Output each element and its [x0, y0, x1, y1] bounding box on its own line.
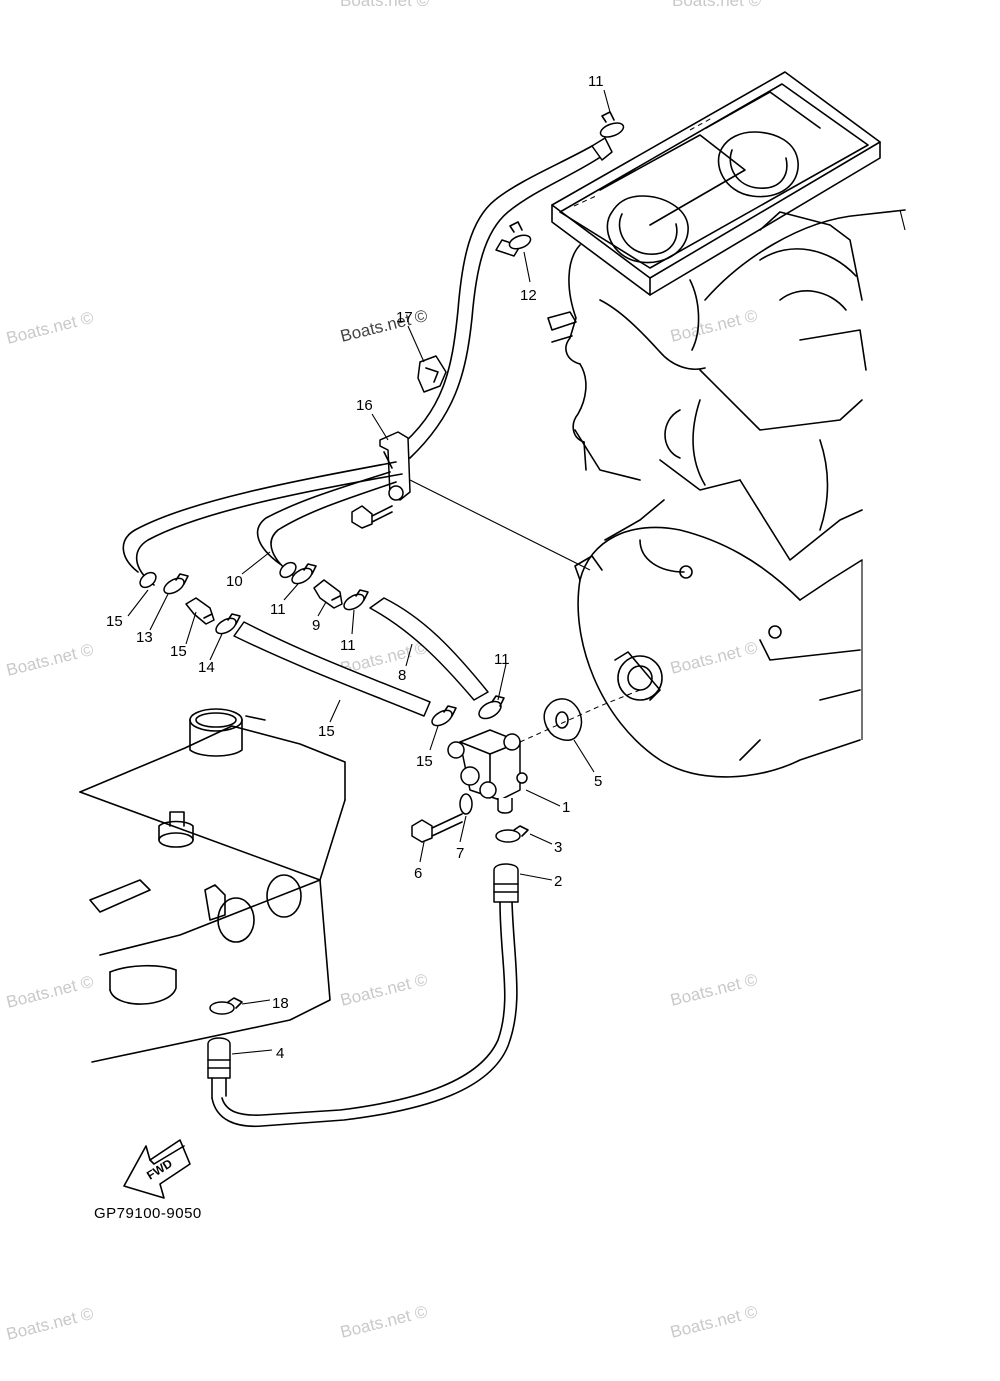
- callout-14: 15: [106, 613, 123, 630]
- callout-11: 11: [270, 601, 286, 618]
- fitting-13: [185, 597, 215, 625]
- callout-17: 17: [396, 309, 413, 326]
- watermark: Boats.net ©: [338, 306, 429, 346]
- bolt: [351, 505, 373, 529]
- watermark: Boats.net ©: [4, 1304, 95, 1344]
- clamp-11-top: [599, 122, 625, 138]
- callout-18: 18: [272, 995, 289, 1012]
- hose-12: [233, 621, 431, 717]
- clamp-15-mid: [215, 617, 237, 635]
- gasket-5: [543, 698, 583, 741]
- callout-8: 8: [398, 667, 406, 684]
- watermarks: Boats.net © Boats.net © Boats.net © Boat…: [4, 0, 761, 1344]
- callout-5: 5: [594, 773, 602, 790]
- bolt-6: [411, 819, 433, 843]
- oil-tank: [79, 708, 346, 1063]
- callout-12: 15: [318, 723, 335, 740]
- fwd-label: FWD: [144, 1156, 175, 1183]
- bracket-16: [379, 431, 411, 501]
- callout-10: 10: [226, 573, 243, 590]
- callout-2: 2: [554, 873, 562, 890]
- leader-lines: [127, 89, 611, 1055]
- callout-7: 7: [456, 845, 464, 862]
- callout-16: 16: [356, 397, 373, 414]
- callout-15: 14: [198, 659, 215, 676]
- hose-2: [493, 863, 519, 903]
- clamp-15-low: [431, 709, 453, 727]
- watermark: Boats.net ©: [668, 1302, 759, 1342]
- callout-15: 13: [136, 629, 153, 646]
- watermark: Boats.net ©: [4, 972, 95, 1012]
- hose-8: [369, 597, 489, 701]
- callout-3: 3: [554, 839, 562, 856]
- watermark: Boats.net ©: [338, 970, 429, 1010]
- fitting-9: [313, 579, 343, 609]
- callout-13: 15: [170, 643, 187, 660]
- clamp-11-b: [343, 593, 365, 611]
- callout-9: 9: [312, 617, 320, 634]
- callout-11: 11: [494, 651, 510, 668]
- clamp-11-c: [478, 700, 502, 720]
- hose-14: [122, 461, 397, 573]
- callout-11: 11: [340, 637, 356, 654]
- diagram-code: GP79100-9050: [94, 1205, 202, 1222]
- clip-17: [417, 355, 447, 393]
- callout-15: 12: [520, 287, 537, 304]
- clamp-11: [291, 567, 313, 585]
- watermark: Boats.net ©: [4, 308, 95, 348]
- clamp-15: [163, 577, 185, 595]
- watermark: Boats.net ©: [340, 0, 430, 10]
- watermark: Boats.net ©: [4, 640, 95, 680]
- washer-7: [459, 793, 473, 815]
- callout-4: 4: [276, 1045, 284, 1062]
- watermark: Boats.net ©: [338, 1302, 429, 1342]
- fwd-arrow: FWD: [123, 1139, 191, 1199]
- callout-11: 11: [588, 73, 604, 90]
- hoses-and-parts: [122, 111, 641, 1128]
- watermark: Boats.net ©: [672, 0, 762, 10]
- clamp-18: [209, 1001, 235, 1015]
- callouts: 11 12 17 16 10 15 13 15 14 11 9 11 8 11 …: [106, 73, 604, 1062]
- callout-6: 6: [414, 865, 422, 882]
- clamp-15-top: [508, 234, 532, 250]
- watermark: Boats.net ©: [668, 638, 759, 678]
- callout-15: 15: [416, 753, 433, 770]
- engine-block: [547, 71, 906, 778]
- watermark: Boats.net ©: [668, 970, 759, 1010]
- watermark: Boats.net ©: [668, 306, 759, 346]
- hose-upper: [395, 145, 593, 451]
- fitting-4: [207, 1037, 231, 1079]
- oil-pump-1: [447, 729, 528, 814]
- clamp-3: [495, 829, 521, 843]
- callout-1: 1: [562, 799, 570, 816]
- hose-10: [256, 471, 391, 565]
